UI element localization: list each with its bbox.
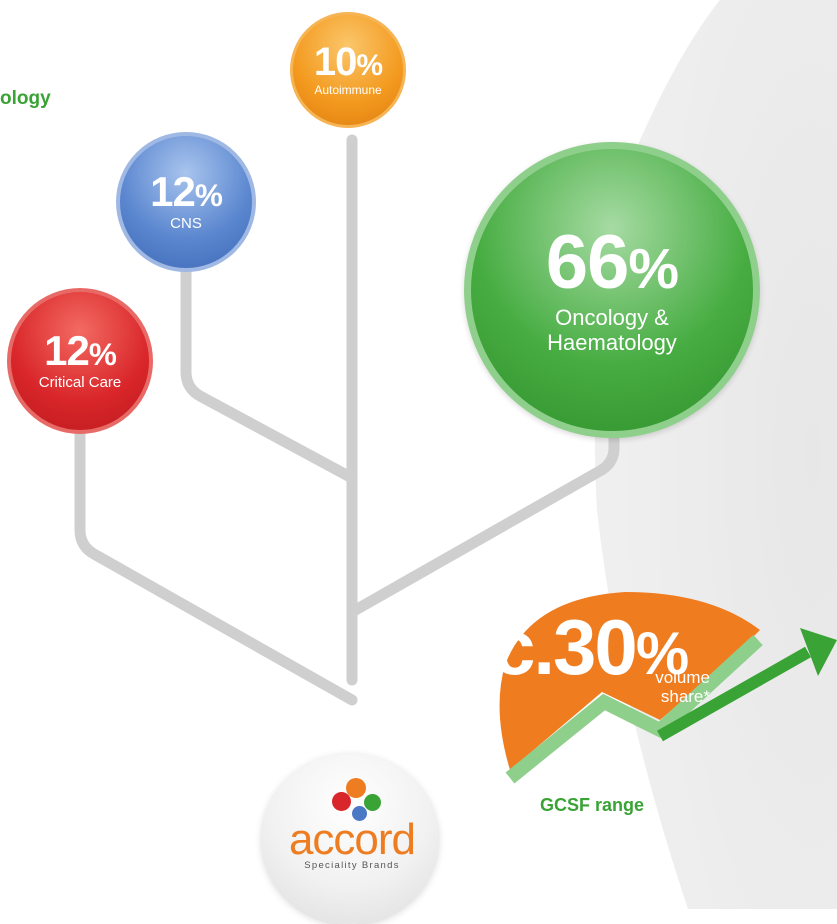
logo-dot-orange <box>346 778 366 798</box>
gcsf-line2: share* <box>660 686 710 706</box>
page-title: ology <box>0 88 51 109</box>
gcsf-line1: volume <box>655 668 710 687</box>
gcsf-volume-share: volume share* <box>600 668 710 706</box>
gcsf-arrow-head <box>800 628 837 676</box>
autoimmune-percent: 10% <box>313 40 383 85</box>
cns-label: CNS <box>170 215 202 233</box>
gcsf-arrow-line <box>657 646 811 742</box>
logo-dot-green <box>364 794 381 811</box>
bubble-cns: 12% CNS <box>116 132 256 272</box>
accord-logo-subtitle: Speciality Brands <box>304 860 400 871</box>
gcsf-share-graphic <box>499 592 837 784</box>
gcsf-range-label: GCSF range <box>540 795 645 815</box>
branch-critical-care <box>74 374 358 706</box>
bubble-oncology: 66% Oncology & Haematology <box>464 142 760 438</box>
oncology-percent: 66% <box>545 219 679 305</box>
logo-dot-red <box>332 792 351 811</box>
bubble-autoimmune: 10% Autoimmune <box>290 12 406 128</box>
bubble-critical-care: 12% Critical Care <box>7 288 153 434</box>
branch-cns <box>180 214 358 484</box>
logo-dot-blue <box>352 806 367 821</box>
cns-percent: 12% <box>150 168 223 216</box>
accord-logo-dots <box>330 778 382 824</box>
autoimmune-label: Autoimmune <box>314 83 382 98</box>
critical-care-label: Critical Care <box>38 374 122 392</box>
gcsf-band <box>505 634 763 784</box>
gcsf-percent: c.30% <box>492 603 689 691</box>
accord-logo-text: accord <box>288 815 416 864</box>
oncology-label-line2: Haematology <box>547 330 677 355</box>
branch-oncology <box>346 424 620 618</box>
critical-care-percent: 12% <box>44 327 117 375</box>
oncology-label-line1: Oncology & <box>555 304 669 330</box>
gcsf-orange-shape <box>499 592 760 770</box>
